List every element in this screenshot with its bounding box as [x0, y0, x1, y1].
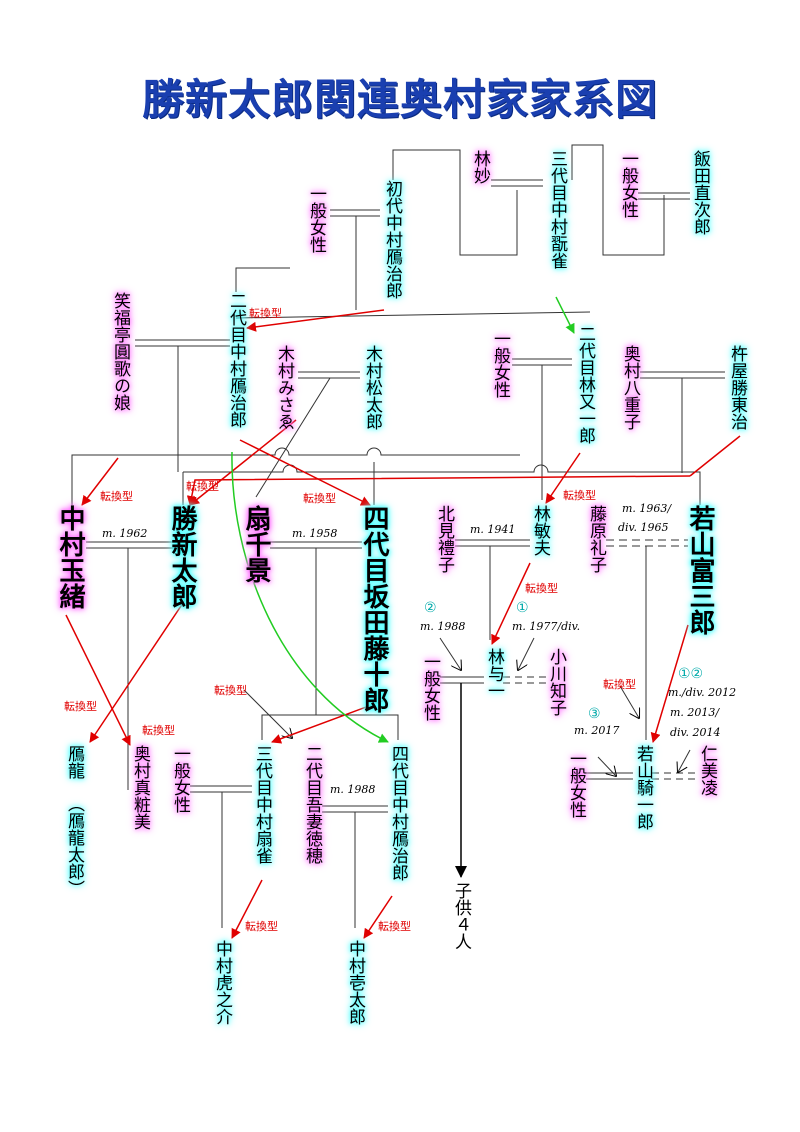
marriage-date: m. 2017 — [574, 724, 620, 737]
marriage-date: m. 2013/ — [670, 706, 720, 719]
person-ippan-josei-5: 一般女性 — [170, 745, 190, 813]
adoption-label: 転換型 — [214, 684, 247, 697]
person-nakamura-tamao: 中村玉緒 — [55, 505, 85, 609]
divorce-date: div. 1965 — [618, 521, 669, 534]
order-mark: ③ — [588, 706, 601, 722]
marriage-date: m. 1988 — [330, 783, 376, 796]
person-ogawa-tomoko: 小川知子 — [546, 648, 566, 716]
person-ogi-chikage: 扇千景 — [241, 505, 271, 583]
order-mark: ① — [516, 600, 529, 616]
person-wakayama-kiichiro: 若山騎一郎 — [633, 745, 653, 830]
person-nakamura-ganjiro2: 二代目中村鴈治郎 — [226, 292, 246, 428]
person-hayashi-tae: 林妙 — [470, 150, 490, 184]
person-ni-miryo: 仁美凌 — [697, 745, 717, 796]
person-iida-naojiro: 飯田直次郎 — [690, 150, 710, 235]
person-okumura-masami: 奥村真粧美 — [130, 745, 150, 830]
adoption-label: 転換型 — [603, 678, 636, 691]
person-ippan-josei-3: 一般女性 — [490, 330, 510, 398]
person-kimura-misao: 木村みさゑ — [274, 345, 294, 430]
children-note: 子供４人 — [451, 882, 471, 950]
adoption-label: 転換型 — [64, 700, 97, 713]
adoption-label: 転換型 — [378, 920, 411, 933]
marriage-date: m. 1962 — [102, 527, 148, 540]
adoption-label: 転換型 — [100, 490, 133, 503]
person-ippan-josei-6: 一般女性 — [566, 750, 586, 818]
person-nakamura-kazutaro: 中村壱太郎 — [345, 940, 365, 1025]
person-sakata-tojuro4: 四代目坂田藤十郎 — [359, 505, 389, 713]
person-katsu-shintaro: 勝新太郎 — [167, 505, 197, 609]
person-nakamura-ganjaku3: 三代目中村翫雀 — [547, 150, 567, 269]
person-ippan-josei-4: 一般女性 — [420, 653, 440, 721]
adoption-label: 転換型 — [563, 489, 596, 502]
divorce-date: div. 2014 — [670, 726, 721, 739]
person-nakamura-senjaku3: 三代目中村扇雀 — [252, 745, 272, 864]
adoption-label: 転換型 — [186, 480, 219, 493]
person-ganryu: 鴈龍 — [64, 745, 84, 779]
marriage-date: m. 1941 — [470, 523, 516, 536]
person-hayashi-yoichi: 林与一 — [484, 648, 504, 699]
person-azuma-tokuho2: 二代目吾妻徳穂 — [302, 745, 322, 864]
marriage-date: m. 1977/div. — [512, 620, 581, 633]
person-wakayama-tomisaburo: 若山富三郎 — [685, 505, 715, 635]
page-title: 勝新太郎関連奥村家家系図 — [141, 75, 658, 124]
marriage-date: m. 1958 — [292, 527, 338, 540]
adoption-label: 転換型 — [303, 492, 336, 505]
order-mark: ①② — [678, 666, 704, 682]
person-fujiwara-reiko: 藤原礼子 — [586, 505, 606, 573]
adoption-label: 転換型 — [525, 582, 558, 595]
person-nakamura-ganjiro4: 四代目中村鴈治郎 — [388, 745, 408, 881]
adoption-label: 転換型 — [245, 920, 278, 933]
person-okumura-yaeko: 奥村八重子 — [620, 345, 640, 430]
person-ippan-josei-1: 一般女性 — [618, 150, 638, 218]
person-ippan-josei-2: 一般女性 — [306, 185, 326, 253]
person-kitami-reiko: 北見禮子 — [434, 505, 454, 573]
marriage-date: m. 1963/ — [622, 502, 672, 515]
person-ganryu-taro: （鴈龍太郎） — [64, 795, 84, 897]
marriage-date: m./div. 2012 — [668, 686, 737, 699]
marriage-date: m. 1988 — [420, 620, 466, 633]
order-mark: ② — [424, 600, 437, 616]
person-kimura-matsutaro: 木村松太郎 — [362, 345, 382, 430]
person-nakamura-ganjiro1: 初代中村鴈治郎 — [382, 180, 402, 299]
adoption-label: 転換型 — [142, 724, 175, 737]
person-kineya-katsutoji: 杵屋勝東治 — [727, 345, 747, 430]
adoption-label: 転換型 — [249, 307, 282, 320]
person-nakamura-toranosuke: 中村虎之介 — [212, 940, 232, 1025]
person-hayashi-toshio: 林敏夫 — [530, 505, 550, 556]
person-shofukutei-daughter: 笑福亭圓歌の娘 — [110, 292, 130, 411]
person-hayashi-matajiro2: 二代目林又一郎 — [575, 325, 595, 444]
